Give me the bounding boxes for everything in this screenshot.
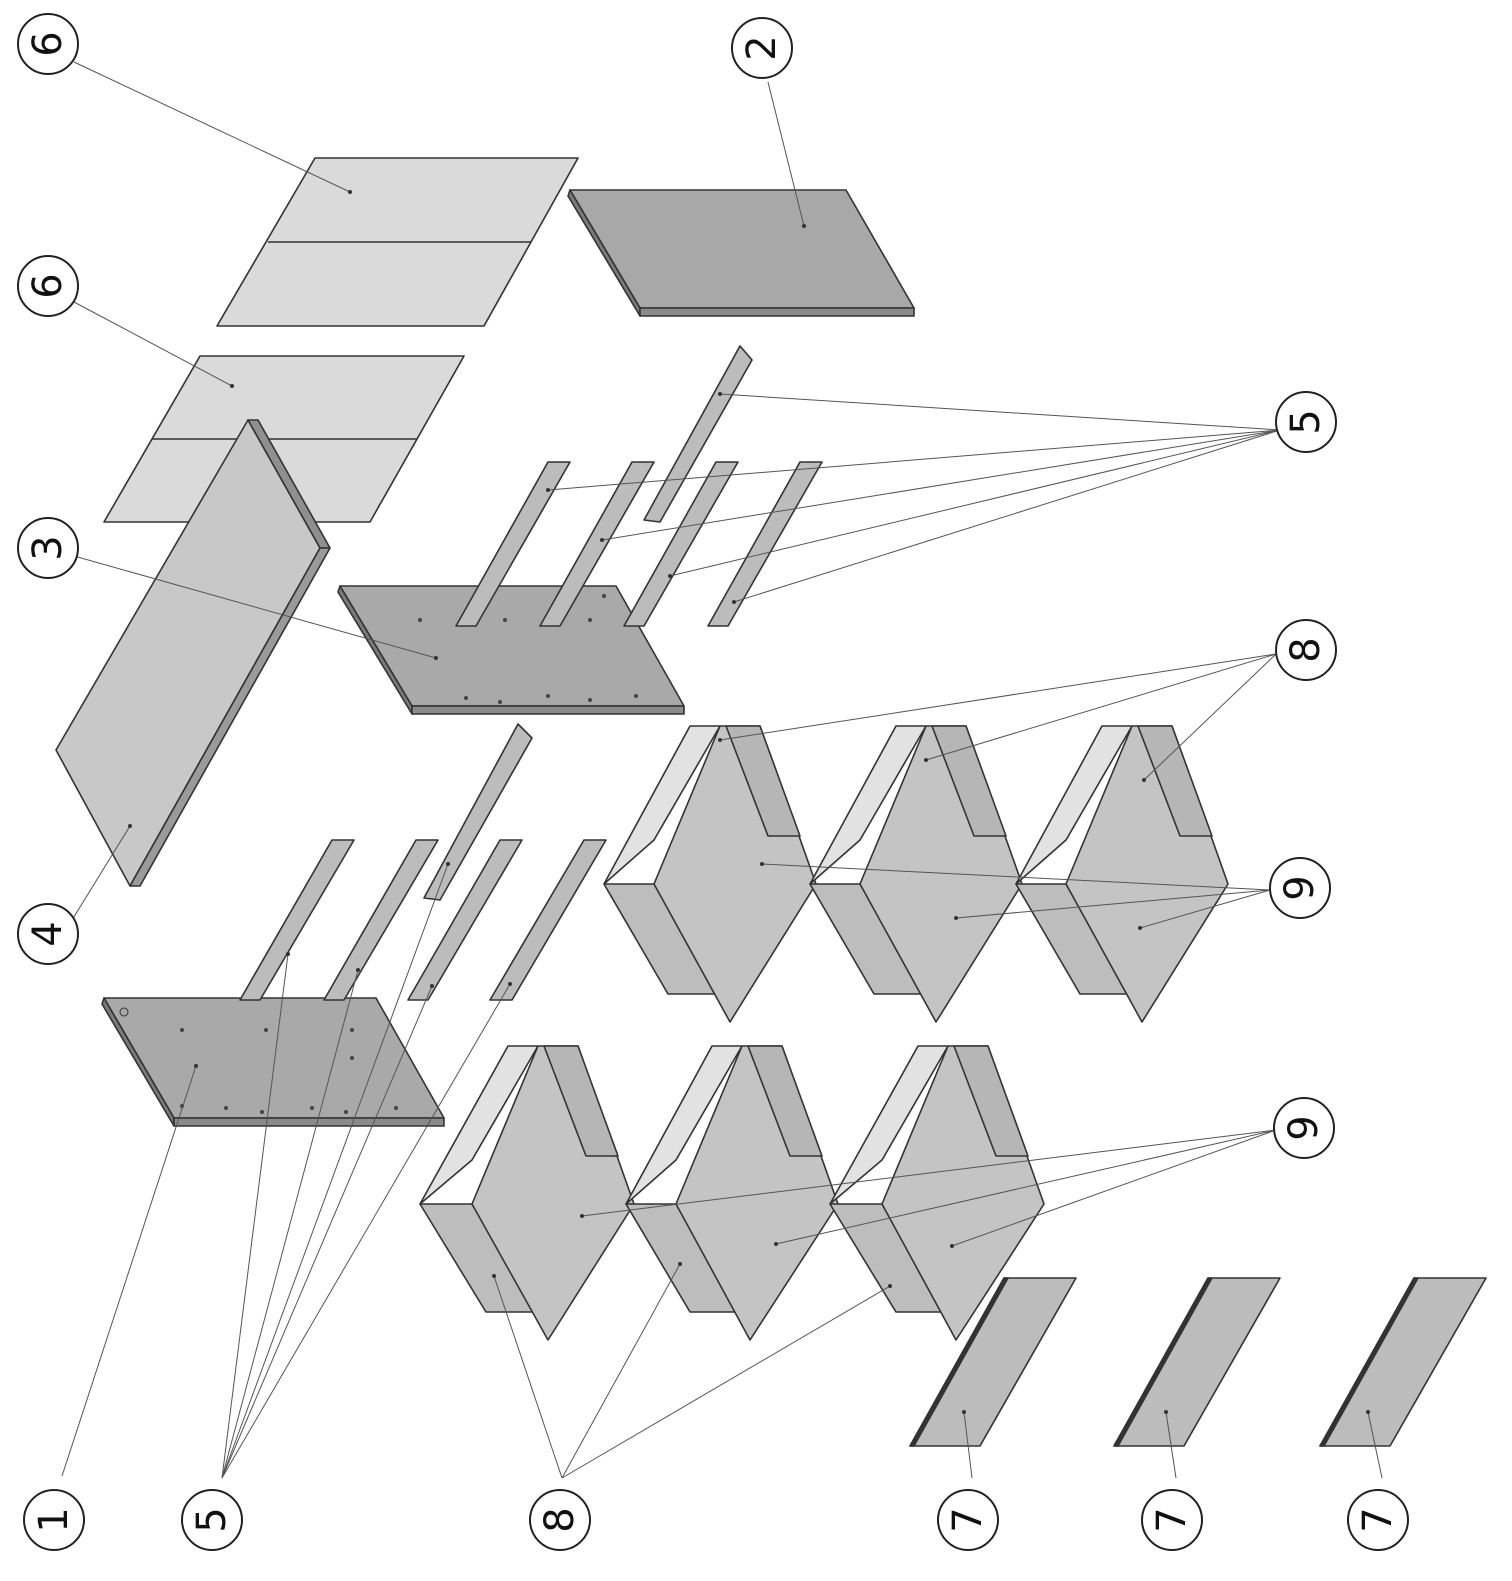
balloon-7-second: 7 bbox=[1141, 1489, 1203, 1551]
balloon-9-lower: 9 bbox=[1273, 1097, 1335, 1159]
balloon-7-third: 7 bbox=[1347, 1489, 1409, 1551]
drawer-lower-3 bbox=[829, 1045, 1045, 1341]
leader-lines bbox=[61, 61, 1383, 1479]
svg-text:4: 4 bbox=[25, 921, 71, 946]
svg-text:5: 5 bbox=[1283, 409, 1329, 434]
drawer-upper-3 bbox=[1015, 725, 1229, 1023]
balloon-8-bottom: 8 bbox=[529, 1489, 591, 1551]
drawer-boxes bbox=[419, 725, 1229, 1341]
svg-text:7: 7 bbox=[1355, 1507, 1401, 1532]
panel-1 bbox=[101, 997, 445, 1127]
svg-text:6: 6 bbox=[25, 273, 71, 298]
panel-2 bbox=[567, 189, 915, 317]
panels-7 bbox=[909, 1277, 1487, 1447]
balloon-9-upper: 9 bbox=[1269, 857, 1331, 919]
svg-text:2: 2 bbox=[739, 35, 785, 60]
balloon-8-right: 8 bbox=[1275, 619, 1337, 681]
balloon-4: 4 bbox=[17, 903, 79, 965]
svg-text:5: 5 bbox=[189, 1507, 235, 1532]
panel-6-upper bbox=[216, 157, 579, 327]
balloon-5-bottom: 5 bbox=[181, 1489, 243, 1551]
balloon-7-first: 7 bbox=[937, 1489, 999, 1551]
balloon-6-top: 6 bbox=[17, 13, 79, 75]
svg-text:6: 6 bbox=[25, 31, 71, 56]
svg-text:9: 9 bbox=[1281, 1115, 1327, 1140]
drawer-upper-2 bbox=[809, 725, 1023, 1023]
svg-text:9: 9 bbox=[1277, 875, 1323, 900]
svg-text:8: 8 bbox=[1283, 637, 1329, 662]
balloon-1: 1 bbox=[23, 1489, 85, 1551]
panel-6-lower bbox=[103, 355, 465, 523]
svg-text:8: 8 bbox=[537, 1507, 583, 1532]
panel-4 bbox=[55, 419, 331, 887]
drawer-lower-1 bbox=[419, 1045, 635, 1341]
svg-text:7: 7 bbox=[1149, 1507, 1195, 1532]
balloon-2: 2 bbox=[731, 17, 793, 79]
svg-text:1: 1 bbox=[31, 1507, 77, 1532]
balloon-6-second: 6 bbox=[17, 255, 79, 317]
rails-5-upper bbox=[455, 345, 823, 627]
rails-5-lower bbox=[239, 723, 607, 1001]
balloon-3: 3 bbox=[17, 517, 79, 579]
drawer-upper-1 bbox=[603, 725, 817, 1023]
balloon-5-right: 5 bbox=[1275, 391, 1337, 453]
svg-text:3: 3 bbox=[25, 535, 71, 560]
drawer-lower-2 bbox=[625, 1045, 839, 1341]
svg-text:7: 7 bbox=[945, 1507, 991, 1532]
panel-3 bbox=[337, 585, 685, 715]
